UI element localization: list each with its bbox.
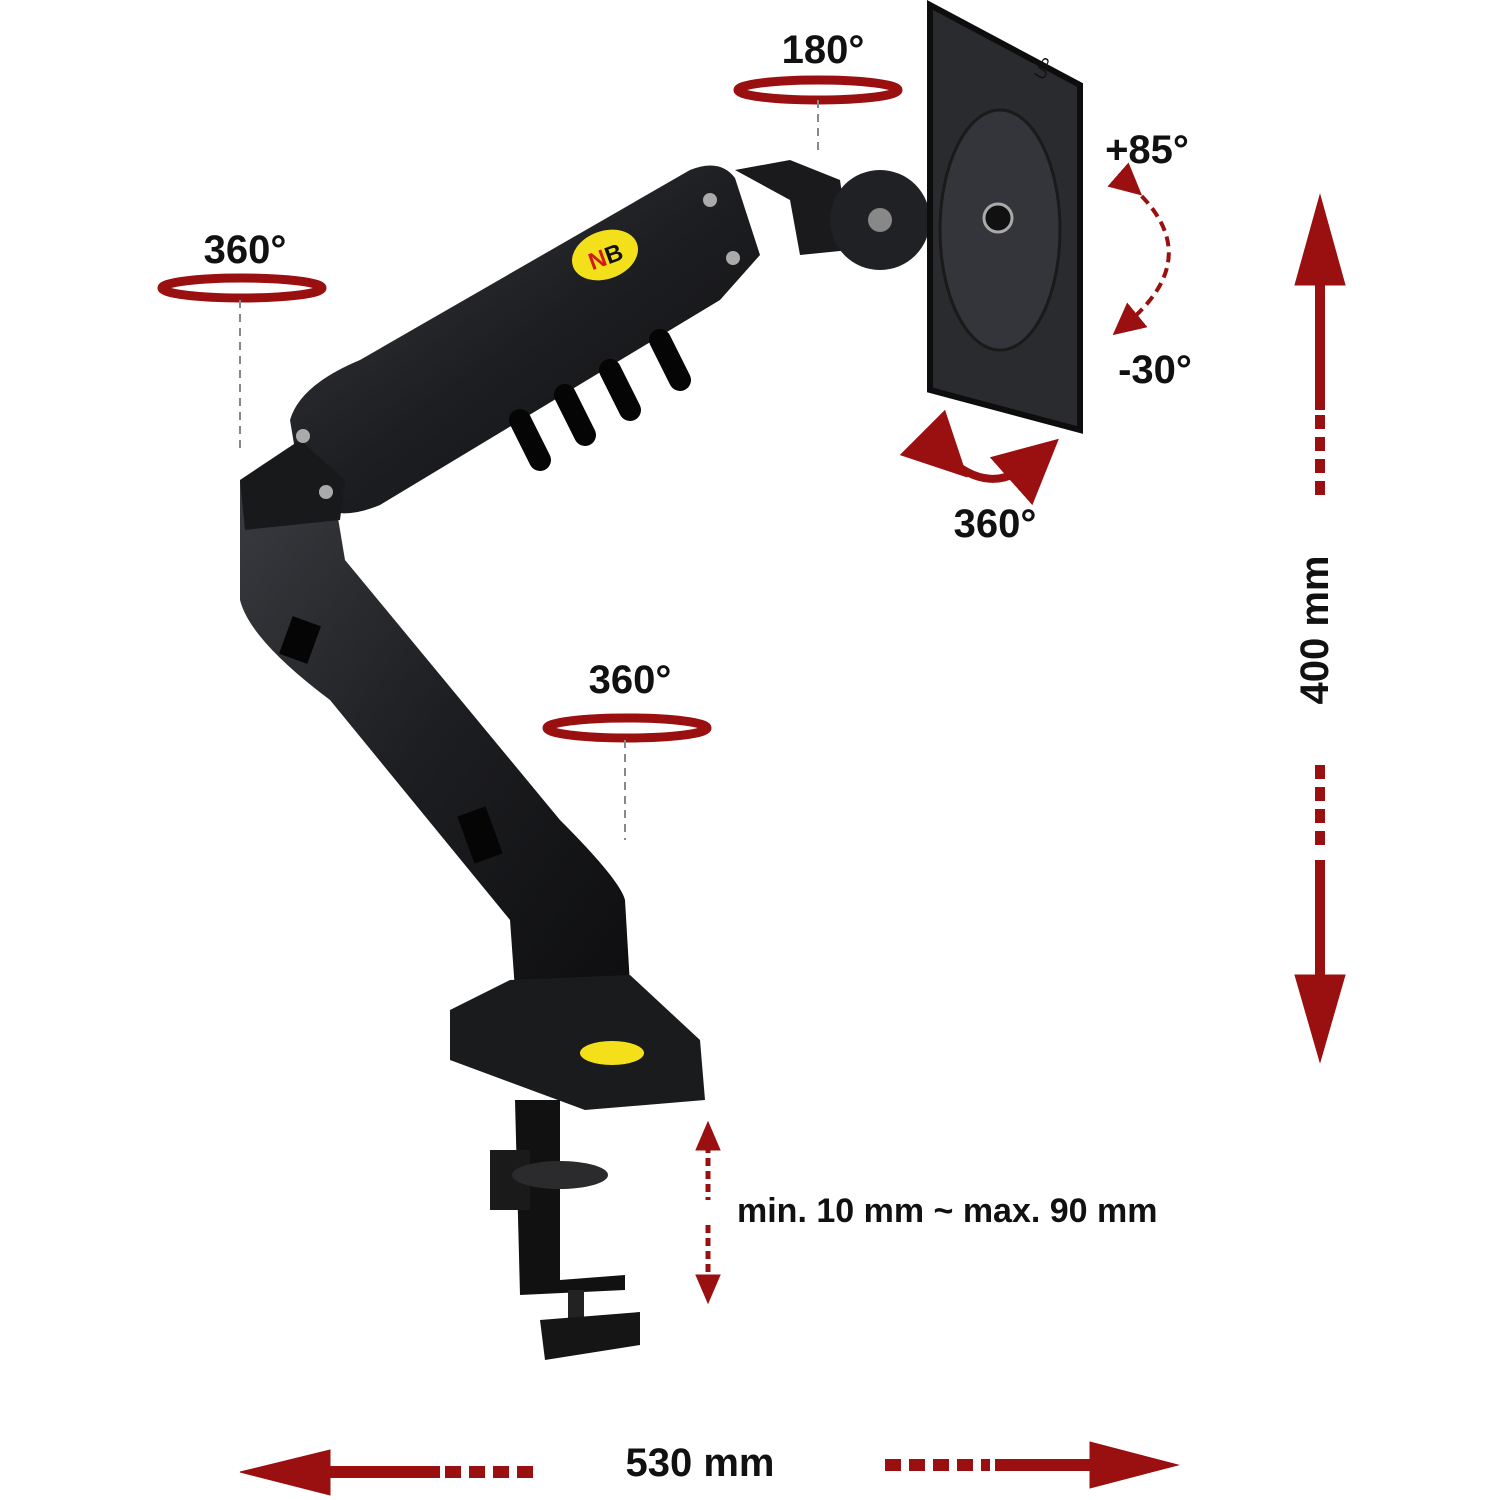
- screw-icon: [726, 251, 740, 265]
- label-plate-rotation: 360°: [954, 502, 1037, 546]
- rotation-arrow-lower: [542, 713, 712, 840]
- clamp-knob: [540, 1312, 640, 1360]
- label-tilt-up: +85°: [1105, 128, 1189, 172]
- label-extension: 530 mm: [626, 1441, 775, 1485]
- label-clamp-range: min. 10 mm ~ max. 90 mm: [737, 1192, 1157, 1230]
- label-left-rotation: 360°: [204, 228, 287, 272]
- label-lower-rotation: 360°: [589, 658, 672, 702]
- arm-slot: [279, 616, 321, 664]
- center-hole-icon: [982, 202, 1014, 234]
- desk-clamp: [515, 1100, 625, 1295]
- screw-icon: [703, 193, 717, 207]
- brand-logo: NB: [572, 229, 638, 281]
- extension-dimension-arrow: [239, 1441, 1180, 1496]
- rotation-arrow-left: [157, 273, 327, 450]
- lower-arm: [240, 470, 630, 990]
- pivot-screw-icon: [868, 208, 892, 232]
- base-housing: [450, 975, 705, 1110]
- label-height-range: 400 mm: [1293, 556, 1337, 705]
- tilt-arrow: [1107, 162, 1171, 336]
- plate-rotation-arrow: [899, 409, 1059, 506]
- label-tilt-down: -30°: [1118, 348, 1192, 392]
- label-top-rotation: 180°: [782, 28, 865, 72]
- clamp-dimension-arrow: [695, 1120, 721, 1305]
- tilt-head: [735, 160, 850, 255]
- brand-logo-base: [580, 1041, 644, 1065]
- arm-joint: [240, 440, 345, 530]
- arm-slot: [457, 806, 503, 864]
- screw-icon: [319, 485, 333, 499]
- screw-icon: [296, 429, 310, 443]
- upper-arm: [290, 165, 760, 514]
- clamp-disc: [512, 1161, 608, 1189]
- rotation-arrow-top: [733, 75, 903, 150]
- height-dimension-arrow: [1294, 193, 1346, 1064]
- arm-cable-clips: [509, 329, 691, 471]
